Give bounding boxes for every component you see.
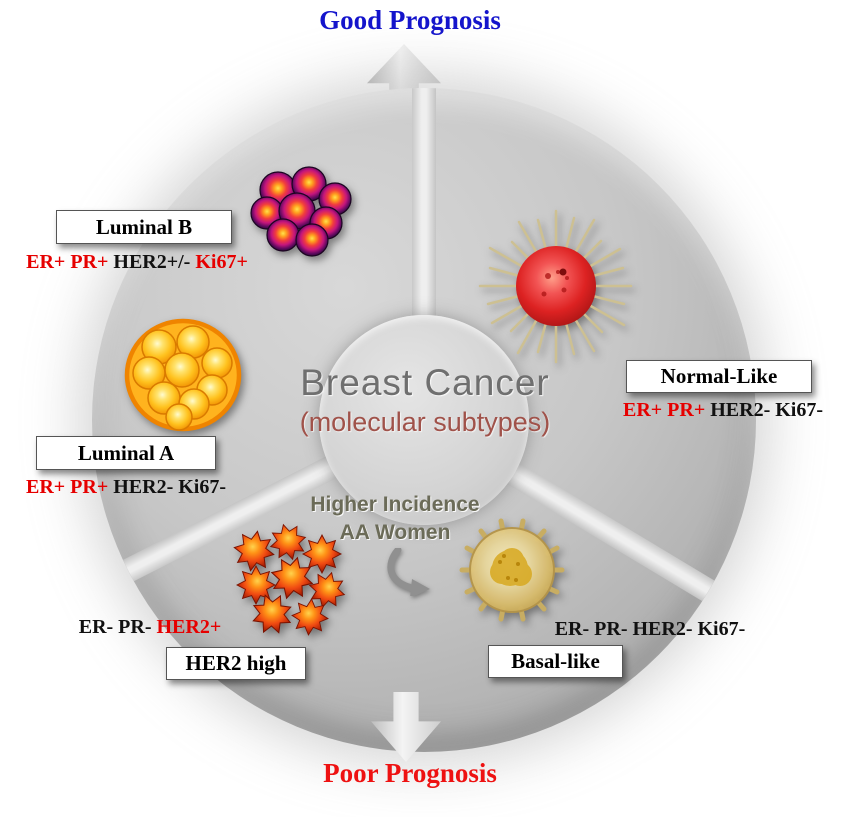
luminal-b-cells-icon: [250, 166, 352, 257]
luminal-b-label: Luminal B: [95, 214, 193, 239]
marker-segment: ER- PR- HER2- Ki67-: [554, 618, 746, 640]
incidence-note-line1: Higher Incidence: [310, 493, 480, 516]
marker-segment: HER2+: [156, 616, 222, 638]
basal-like-cell-speckles: [498, 554, 520, 582]
luminal-b-markers: ER+ PR+ HER2+/- Ki67+: [2, 251, 272, 274]
marker-segment: ER+ PR+: [25, 476, 109, 498]
marker-segment: HER2- Ki67-: [108, 476, 227, 498]
basal-like-cell-icon: [459, 518, 565, 622]
luminal-a-markers: ER+ PR+ HER2- Ki67-: [0, 476, 252, 499]
marker-segment: Ki67+: [195, 251, 248, 273]
curved-arrow-icon: [387, 548, 430, 596]
luminal-a-label: Luminal A: [77, 440, 175, 465]
normal-like-nucleus-dot: [559, 268, 567, 276]
normal-like-markers: ER+ PR+ HER2- Ki67-: [596, 399, 850, 422]
subtype-wheel: [92, 88, 756, 752]
luminal-b-cell-cluster: [250, 166, 352, 257]
marker-segment: HER2- Ki67-: [705, 399, 824, 421]
her2-high-label-box: HER2 high: [166, 647, 306, 680]
luminal-a-label-box: Luminal A: [36, 436, 216, 470]
center-subtitle: (molecular subtypes): [299, 407, 551, 437]
luminal-a-cell-cluster: [132, 325, 233, 431]
poor-prognosis-title: Poor Prognosis: [323, 758, 497, 788]
normal-like-label: Normal-Like: [660, 364, 778, 388]
center-title: Breast Cancer: [300, 362, 550, 403]
luminal-b-label-box: Luminal B: [56, 210, 232, 244]
marker-segment: ER- PR-: [78, 616, 157, 638]
normal-like-cell-texture: [541, 270, 569, 297]
her2-high-label: HER2 high: [185, 651, 287, 675]
center-text: Breast Cancer (molecular subtypes): [175, 362, 675, 438]
normal-like-label-box: Normal-Like: [626, 360, 812, 393]
marker-segment: ER+ PR+: [26, 251, 109, 273]
basal-like-markers: ER- PR- HER2- Ki67-: [528, 618, 772, 641]
luminal-a-cells-icon: [124, 318, 242, 432]
normal-like-cell-icon: [478, 209, 633, 364]
basal-like-label-box: Basal-like: [488, 645, 623, 678]
normal-like-cell-body: [516, 246, 596, 326]
good-prognosis-title: Good Prognosis: [319, 5, 501, 35]
center-hub: [319, 315, 529, 525]
marker-segment: ER+ PR+: [622, 399, 706, 421]
marker-segment: HER2+/-: [108, 251, 196, 273]
basal-like-label: Basal-like: [511, 649, 600, 673]
her2-high-markers: ER- PR- HER2+: [52, 616, 248, 639]
incidence-note-line2: AA Women: [339, 521, 451, 544]
